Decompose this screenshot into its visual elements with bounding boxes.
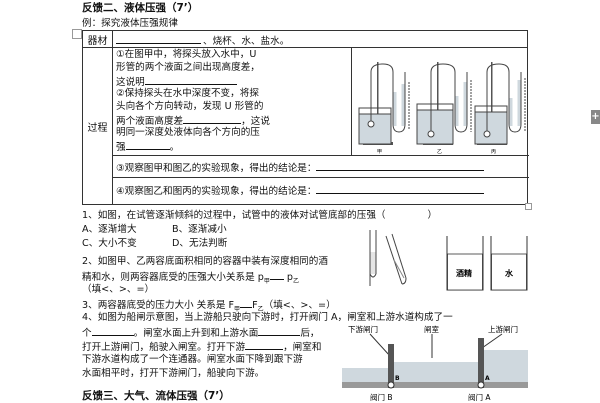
- q2-line2: 精和水，则两容器底受的压强大小关系是 p甲 p乙: [82, 270, 299, 288]
- q2-blank[interactable]: [269, 270, 284, 280]
- label-b: B: [395, 375, 400, 382]
- containers-figure: 酒精 水: [446, 236, 528, 291]
- table-move-handle[interactable]: [72, 29, 82, 39]
- step2-line5: 强。: [116, 140, 179, 154]
- step2-line3a: 两个液面高度差: [116, 116, 184, 127]
- q4-blank2[interactable]: [258, 326, 301, 336]
- q4-blank1[interactable]: [91, 326, 134, 336]
- q3-text-b: F: [252, 300, 258, 311]
- section-title: 反馈二、液体压强（7’）: [82, 2, 199, 14]
- q4-line3b: ，闸室和: [283, 342, 322, 353]
- equipment-blank[interactable]: [116, 43, 201, 44]
- step1-line3: 这说明: [116, 75, 237, 89]
- q3-sub2: 乙: [257, 305, 264, 313]
- experiment-table: 器材 、烧杯、水、盐水。 过程 ①在图甲中，将探头放入水中，U 形管的两个液面之…: [82, 30, 529, 205]
- step1-line2: 形管的两个液面之间出现高度差，: [116, 62, 260, 73]
- test-tube-figure: [369, 230, 407, 286]
- q1-stem: 1、如图，在试管逐渐倾斜的过程中，试管中的液体对试管底部的压强（ ）: [82, 210, 437, 222]
- q1-option-d: D、无法判断: [172, 238, 228, 249]
- label-water: 水: [504, 268, 514, 278]
- step2-blank1[interactable]: [183, 114, 242, 124]
- process-cell: ①在图甲中，将探头放入水中，U 形管的两个液面之间出现高度差， 这说明 ②保持探…: [112, 47, 529, 205]
- q2-sub1: 甲: [263, 277, 270, 285]
- section3-title: 反馈三、大气、流体压强（7’）: [82, 390, 230, 402]
- step2-line4: 明同一深度处液体向各个方向的压: [116, 127, 260, 138]
- q1-option-a: A、逐渐增大: [82, 224, 137, 235]
- q4-line3: 打开上游闸门，船驶入闸室。打开下游 ，闸室和: [82, 340, 321, 354]
- step4-line: ④观察图乙和图丙的实验现象，得出的结论是：: [116, 184, 485, 198]
- step2-line2: 头向各个方向转动，发现 U 形管的: [116, 101, 264, 112]
- pressure-figures: 甲 乙 丙: [358, 62, 526, 154]
- q1-option-c: C、大小不变: [82, 238, 137, 249]
- figure-yi: [416, 62, 472, 145]
- step2-line5a: 强: [116, 142, 126, 153]
- label-chamber: 闸室: [424, 324, 439, 334]
- equipment-cell: 、烧杯、水、盐水。: [112, 30, 528, 48]
- add-column-button[interactable]: +: [591, 110, 600, 124]
- step2-line1: ②保持探头在水中深度不变，将探: [116, 88, 259, 99]
- q4-line2: 个 。闸室水面上升到和上游水面 后，: [82, 326, 320, 340]
- label-a: A: [485, 375, 490, 382]
- label-valve-b: 阀门 B: [370, 393, 393, 402]
- q2-line1: 2、如图甲、乙两容底面积相同的容器中装有深度相同的酒: [82, 256, 328, 267]
- q2-line2a: 精和水，则两容器底受的压强大小关系是 p: [82, 272, 264, 283]
- label-alcohol: 酒精: [456, 268, 472, 278]
- fig-label-yi: 乙: [437, 148, 442, 154]
- step2-line3b: ，这说: [241, 116, 270, 127]
- q4-line3-text: 打开上游闸门，船驶入闸室。打开下游: [82, 342, 246, 353]
- figure-jia: [358, 62, 410, 145]
- q2-sub2: 乙: [293, 277, 300, 285]
- q4-line5: 水面相平时，打开下游闸门，船驶向下游。: [82, 368, 265, 379]
- q1-stem-end: ）: [427, 210, 438, 221]
- step1-line1: ①在图甲中，将探头放入水中，U: [116, 49, 257, 60]
- q3-text-c: （填<、>、=）: [263, 300, 336, 311]
- step1-blank[interactable]: [144, 75, 237, 85]
- step3-line: ③观察图甲和图乙的实验现象，得出的结论是：: [116, 161, 485, 175]
- step4-blank[interactable]: [316, 184, 485, 194]
- q3-text-a: 3、两容器底受的压力大小 关系是 F: [82, 300, 235, 311]
- process-divider-2: [113, 177, 529, 178]
- ship-lock-figure: 下游闸门 闸室 上游闸门 B A 阀门 B 阀门 A: [342, 324, 528, 402]
- equipment-text: 、烧杯、水、盐水。: [203, 36, 290, 47]
- q4-line2c: 后，: [300, 328, 320, 339]
- process-divider: [113, 155, 529, 156]
- fig-label-jia: 甲: [377, 149, 382, 154]
- q4-line4: 下游水道构成了一个连通器。闸室水面下降到跟下游: [82, 354, 303, 365]
- q4-blank3[interactable]: [245, 340, 284, 350]
- label-downstream-gate: 下游闸门: [348, 324, 378, 334]
- q2-line3: （填<、>、=）: [82, 284, 155, 295]
- step2-blank2[interactable]: [125, 140, 170, 150]
- fig-label-bing: 丙: [491, 149, 496, 154]
- example-title: 例：探究液体压强规律: [82, 18, 178, 29]
- step3-blank[interactable]: [316, 161, 485, 171]
- q2-line2b: p: [286, 272, 293, 283]
- step2-line5b: 。: [169, 142, 180, 153]
- q3-blank[interactable]: [240, 298, 253, 308]
- step4-text: ④观察图乙和图丙的实验现象，得出的结论是：: [116, 186, 317, 197]
- process-text-column: [113, 48, 352, 155]
- step3-text: ③观察图甲和图乙的实验现象，得出的结论是：: [116, 163, 317, 174]
- label-upstream-gate: 上游闸门: [488, 324, 518, 334]
- q4-line1: 4、如图为船闸示意图，当上游船只驶向下游时，打开阀门 A，闸室和上游水道构成了一: [82, 312, 453, 323]
- process-label: 过程: [82, 47, 113, 205]
- step2-line3: 两个液面高度差 ，这说: [116, 114, 270, 128]
- table-resize-handle[interactable]: [525, 203, 532, 210]
- figure-bing: [474, 62, 526, 145]
- label-valve-a: 阀门 A: [468, 393, 491, 402]
- q1-stem-text: 1、如图，在试管逐渐倾斜的过程中，试管中的液体对试管底部的压强（: [82, 210, 386, 221]
- q3-line: 3、两容器底受的压力大小 关系是 F甲 F乙（填<、>、=）: [82, 298, 336, 316]
- step1-line3-text: 这说明: [116, 77, 145, 88]
- q3-sub1: 甲: [234, 305, 241, 313]
- q4-line2b: 。闸室水面上升到和上游水面: [133, 328, 259, 339]
- q4-line2a: 个: [82, 328, 92, 339]
- equipment-label: 器材: [82, 30, 113, 48]
- q1-option-b: B、逐渐减小: [172, 224, 227, 235]
